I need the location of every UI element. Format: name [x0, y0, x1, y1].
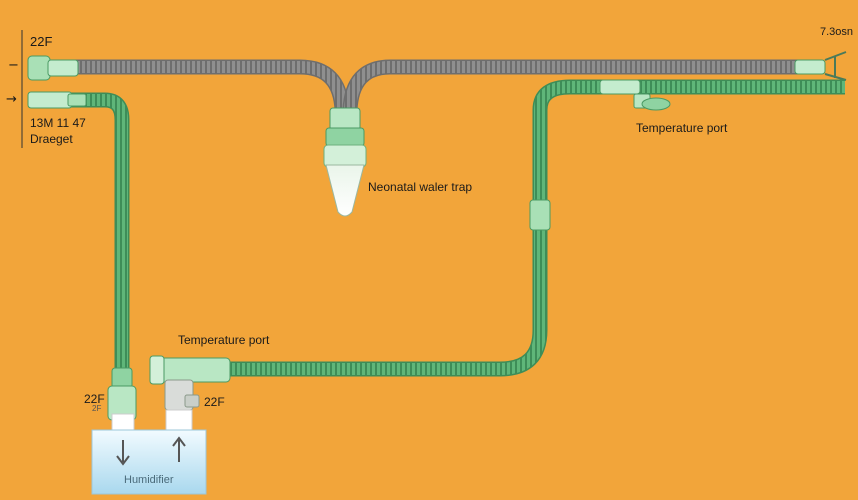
- inspiratory-tube-left: [70, 92, 130, 370]
- label-humidifier-left-size: 22F: [84, 392, 105, 406]
- arrow-up-icon: [172, 436, 186, 462]
- temperature-port-bottom: [149, 355, 231, 411]
- label-temperature-port-right: Temperature port: [636, 121, 728, 135]
- temperature-port-right: [633, 93, 671, 111]
- inspiratory-tube-right: [230, 79, 845, 377]
- label-humidifier-right-size: 22F: [204, 395, 225, 409]
- label-temperature-port-bottom: Temperature port: [178, 333, 270, 347]
- inspiratory-marker: →: [6, 92, 17, 107]
- expiratory-marker: −: [8, 58, 19, 73]
- label-water-trap: Neonatal waler trap: [368, 180, 473, 194]
- label-humidifier-left-small: 2F: [92, 404, 102, 413]
- label-humidifier: Humidifier: [124, 474, 174, 486]
- connector-top-left: [27, 55, 79, 81]
- expiratory-tube: [60, 59, 800, 111]
- water-trap: [323, 107, 367, 217]
- label-top-left-size: 22F: [30, 34, 53, 49]
- arrow-down-icon: [116, 440, 130, 466]
- connector-top-right: [794, 51, 847, 81]
- connector-mid-left: [27, 91, 87, 109]
- humidifier-inlet-connector: [107, 367, 137, 421]
- humidifier: [91, 409, 207, 495]
- label-brand: Draeget: [30, 132, 73, 146]
- label-model-code: 13M 11 47: [30, 116, 86, 130]
- label-top-right-size: 7.3osn: [820, 26, 854, 38]
